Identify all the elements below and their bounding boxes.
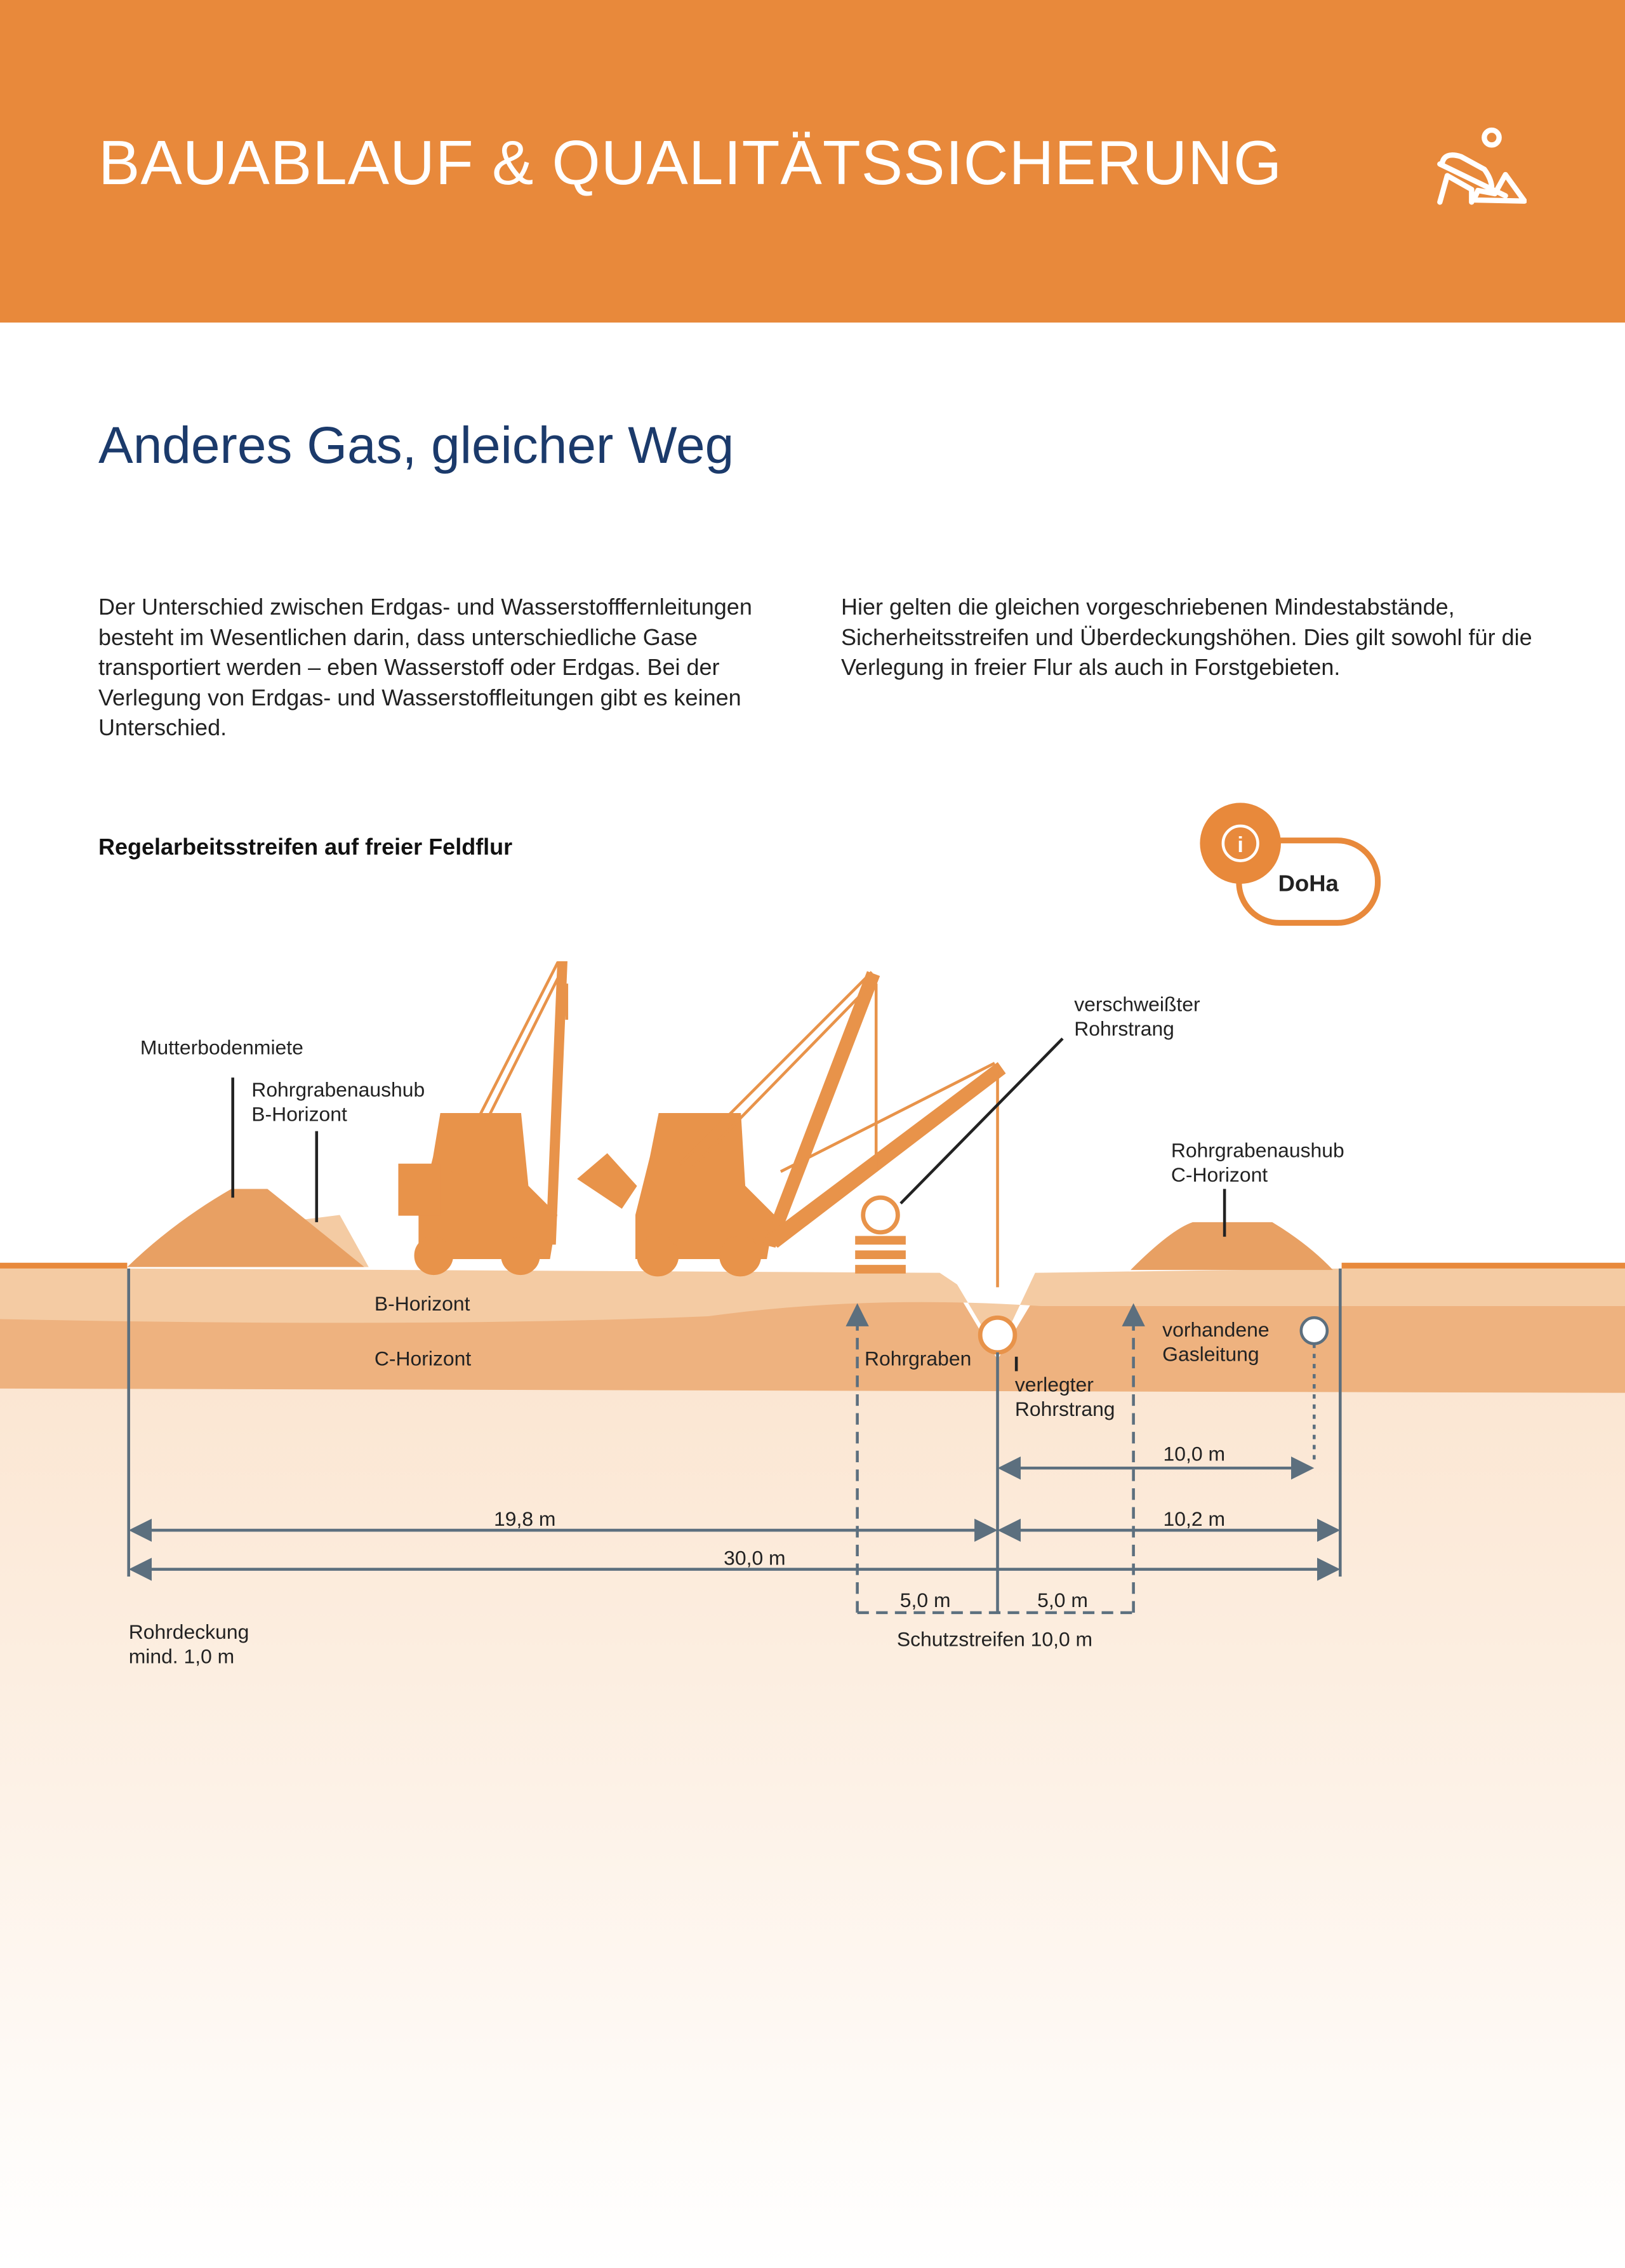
svg-text:i: i (1237, 833, 1243, 857)
construction-worker-icon (1437, 127, 1527, 205)
info-badge[interactable]: i DoHa (1200, 803, 1381, 926)
label-gasleitung-2: Gasleitung (1162, 1343, 1259, 1366)
laid-pipe (978, 1315, 1018, 1355)
label-aushub-b-2: B-Horizont (251, 1103, 347, 1126)
pipelayer-machine-2 (577, 971, 1006, 1288)
label-c-horizont: C-Horizont (375, 1347, 471, 1370)
label-rohrdeckung: Rohrdeckung (129, 1620, 249, 1643)
dim-5-0-right: 5,0 m (1037, 1589, 1088, 1611)
page-header-title: BAUABLAUF & QUALITÄTSSICHERUNG (98, 128, 1283, 197)
intro-paragraph-right: Hier gelten die gleichen vorgeschriebene… (841, 594, 1532, 680)
badge-label: DoHa (1278, 870, 1339, 896)
dim-10-0: 10,0 m (1164, 1443, 1225, 1465)
diagram-title: Regelarbeitsstreifen auf freier Feldflur (98, 834, 513, 860)
section-heading: Anderes Gas, gleicher Weg (98, 417, 734, 474)
dim-5-0-left: 5,0 m (900, 1589, 951, 1611)
label-b-horizont: B-Horizont (375, 1292, 470, 1315)
dim-19-8: 19,8 m (494, 1507, 555, 1530)
label-rohrgraben: Rohrgraben (865, 1347, 971, 1370)
label-verschweisst-2: Rohrstrang (1074, 1017, 1174, 1040)
intro-paragraph-left: Der Unterschied zwischen Erdgas- und Was… (98, 594, 752, 740)
topsoil-pile (127, 1189, 364, 1267)
label-aushub-c: Rohrgrabenaushub (1171, 1138, 1344, 1161)
dim-30-0: 30,0 m (724, 1547, 785, 1570)
label-gasleitung: vorhandene (1162, 1318, 1269, 1341)
label-verlegt: verlegter (1015, 1373, 1094, 1396)
label-verlegt-2: Rohrstrang (1015, 1397, 1115, 1420)
welded-pipe (861, 1195, 900, 1235)
existing-gas-pipe (1299, 1316, 1329, 1345)
b-horizon-layer (0, 1268, 1625, 1352)
c-horizon-pile (1131, 1222, 1333, 1271)
label-mutterbodenmiete: Mutterbodenmiete (140, 1036, 303, 1059)
pipelayer-machine-1 (398, 961, 569, 1276)
label-rohrdeckung-2: mind. 1,0 m (129, 1645, 235, 1668)
info-icon (1221, 824, 1259, 862)
subsoil (0, 1381, 1625, 2268)
label-verschweisst: verschweißter (1074, 992, 1200, 1015)
label-schutzstreifen: Schutzstreifen 10,0 m (897, 1627, 1092, 1650)
label-aushub-c-2: C-Horizont (1171, 1163, 1268, 1186)
dim-10-2: 10,2 m (1164, 1507, 1225, 1530)
header-banner: BAUABLAUF & QUALITÄTSSICHERUNG (0, 0, 1625, 323)
label-aushub-b: Rohrgrabenaushub (251, 1078, 425, 1101)
